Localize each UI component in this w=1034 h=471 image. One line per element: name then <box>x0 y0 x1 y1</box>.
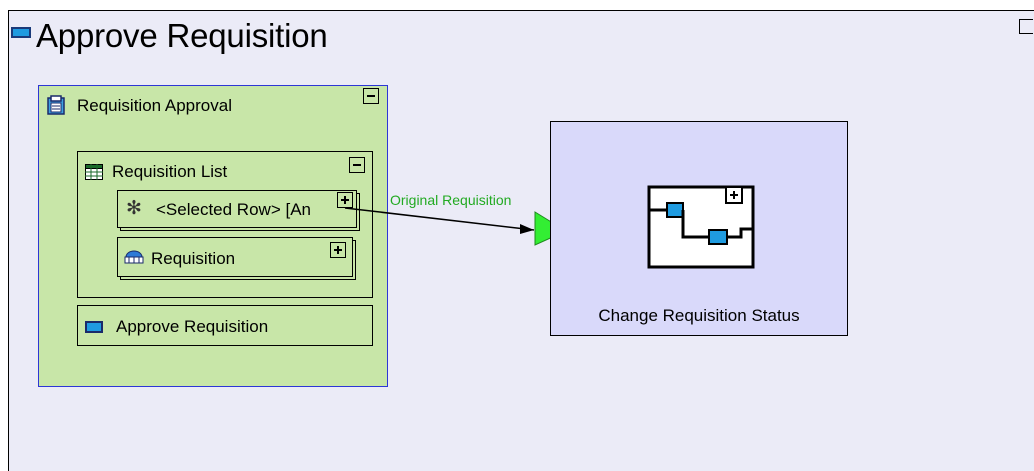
subprocess-icon <box>647 185 757 280</box>
screen-icon <box>85 320 103 338</box>
entity-icon <box>124 249 144 270</box>
requisition-row-item[interactable]: Requisition <box>117 237 353 277</box>
frame-icon <box>11 27 31 38</box>
requisition-list-card[interactable]: Requisition List ✻ <Selected Row> [An <box>77 151 373 298</box>
connector-label: Original Requisition <box>390 192 512 208</box>
collapse-button[interactable] <box>363 88 379 104</box>
change-requisition-status-process[interactable]: Change Requisition Status <box>550 121 848 336</box>
frame-title: Approve Requisition <box>36 17 328 54</box>
requisition-approval-card[interactable]: Requisition Approval Requisition List ✻ … <box>38 85 388 387</box>
selected-row-label: <Selected Row> [An <box>156 200 311 219</box>
process-label: Change Requisition Status <box>598 306 800 325</box>
requisition-row-label: Requisition <box>151 249 236 268</box>
expand-button[interactable] <box>330 242 346 258</box>
selected-row-item[interactable]: ✻ <Selected Row> [An <box>117 190 357 228</box>
collapse-corner-icon[interactable] <box>1019 19 1033 34</box>
approve-requisition-label: Approve Requisition <box>116 317 269 336</box>
collapse-button[interactable] <box>349 157 365 173</box>
requisition-list-title: Requisition List <box>112 162 228 181</box>
table-icon <box>85 164 103 185</box>
requisition-approval-title: Requisition Approval <box>77 96 232 115</box>
expand-button[interactable] <box>337 192 353 208</box>
clipboard-icon <box>47 95 65 120</box>
approve-requisition-card[interactable]: Approve Requisition <box>77 305 373 346</box>
asterisk-icon: ✻ <box>126 198 142 219</box>
